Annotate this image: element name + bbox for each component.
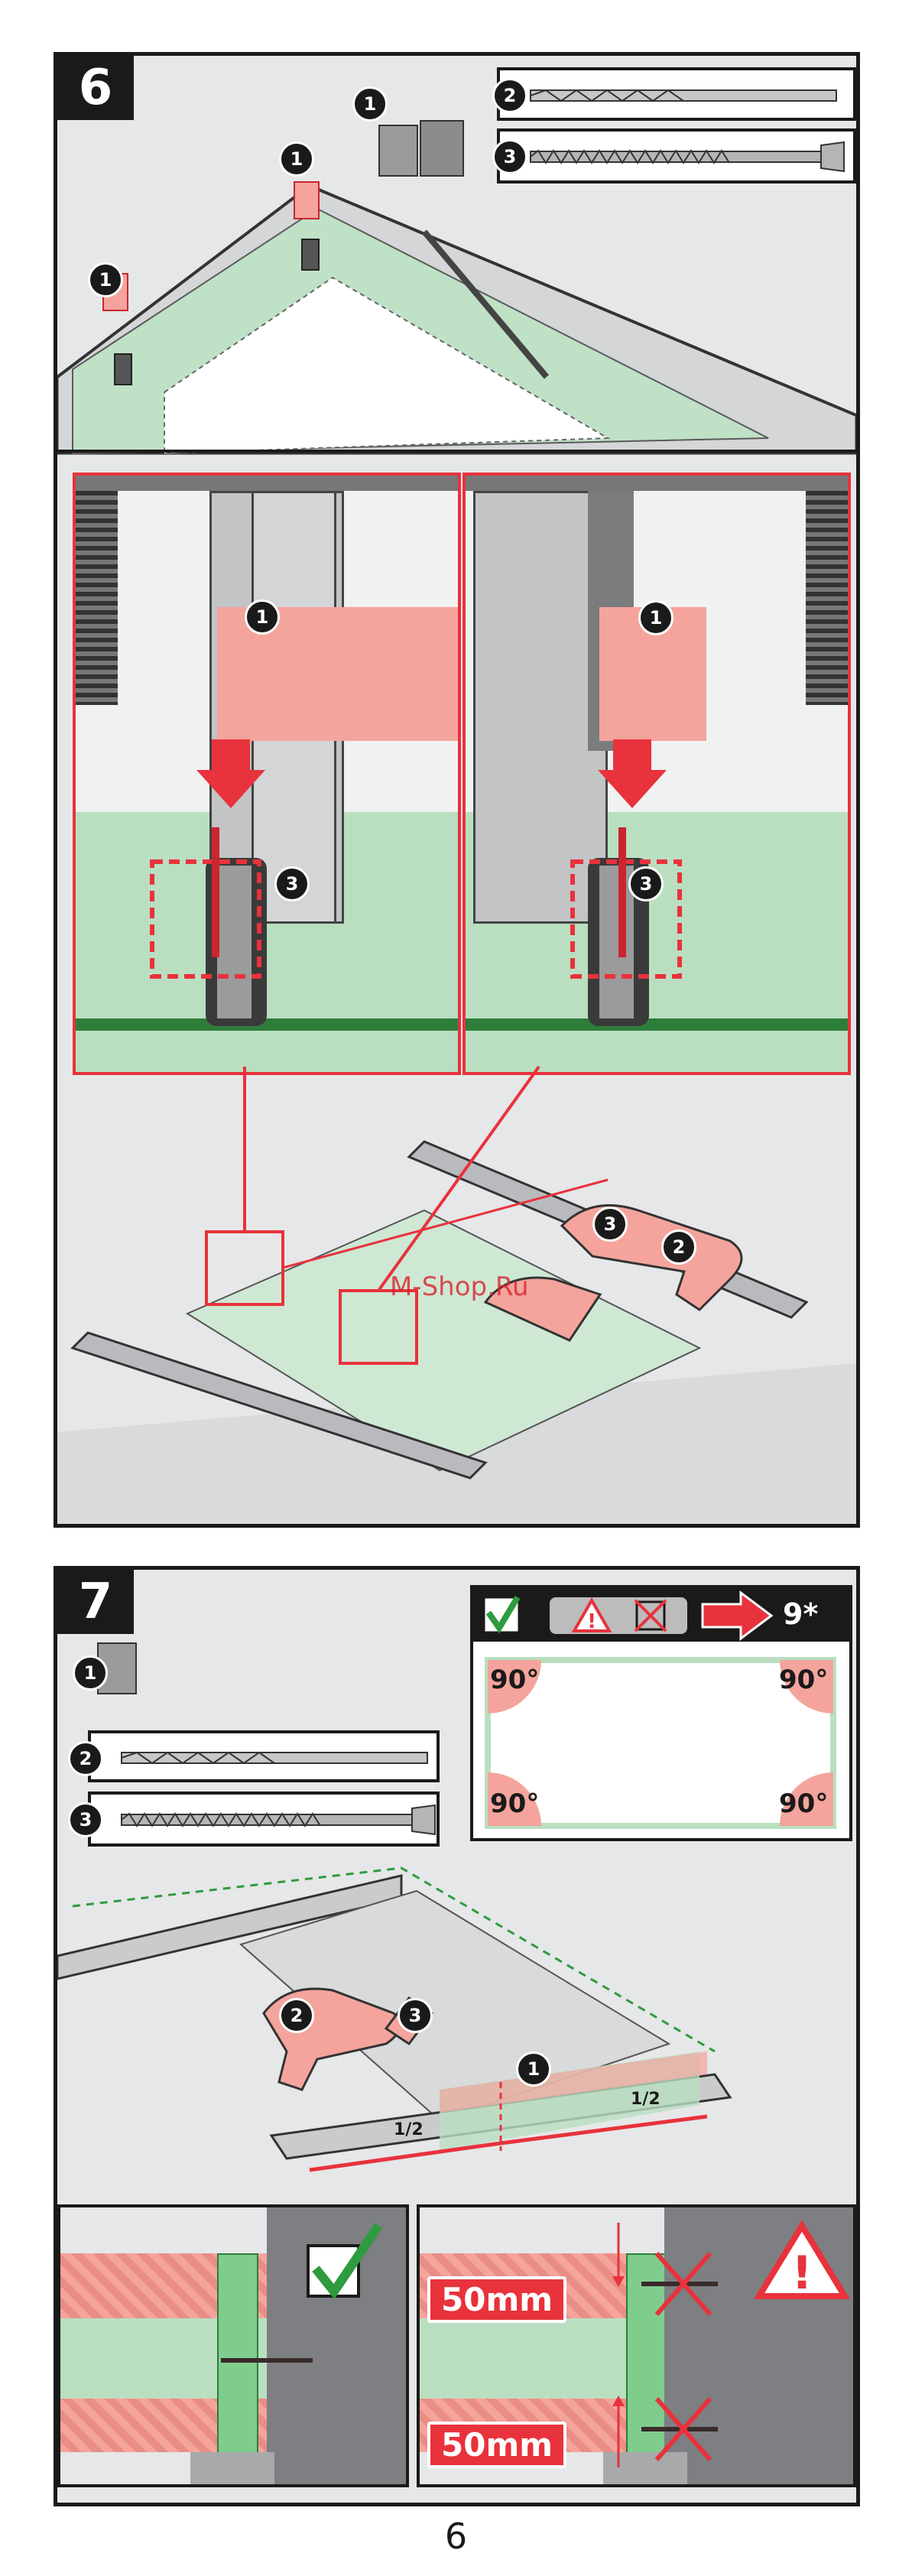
callout-badge: 3 <box>398 1998 433 2033</box>
square-check-box: ! 9* 90° 90° 90° 90° <box>470 1585 852 1841</box>
distance-label: 50mm <box>427 2422 566 2468</box>
angle-label: 90° <box>779 1788 828 1819</box>
callout-badge: 3 <box>628 866 664 901</box>
warning-no-square-chip: ! <box>550 1597 687 1634</box>
distance-label: 50mm <box>427 2276 566 2323</box>
callout-badge: 1 <box>88 262 123 297</box>
callout-badge: 3 <box>592 1207 628 1242</box>
crossed-square-icon <box>634 1599 667 1632</box>
drill-bit-icon <box>122 1746 427 1769</box>
step-6-panel: 6 1 2 3 1 1 <box>54 52 860 1528</box>
callout-badge: 3 <box>274 866 310 901</box>
callout-badge: 1 <box>279 141 314 177</box>
step-number: 7 <box>57 1570 134 1634</box>
goto-step-label: 9* <box>783 1597 818 1631</box>
svg-text:!: ! <box>587 1610 596 1633</box>
arrow-right-icon <box>703 1593 771 1639</box>
page-number: 6 <box>0 2516 912 2557</box>
part-badge: 1 <box>73 1655 108 1691</box>
step-7-drilling-illustration <box>57 1845 856 2243</box>
drill-bit-part-box: 2 <box>88 1730 440 1782</box>
screw-icon <box>122 1805 435 1836</box>
warning-triangle-icon: ! <box>573 1599 611 1632</box>
arrow-down-icon <box>598 739 667 808</box>
callout-badge: 2 <box>279 1998 314 2033</box>
watermark-text: M-Shop.Ru <box>390 1272 529 1302</box>
callout-badge: 1 <box>516 2051 551 2087</box>
step-6-overview-illustration <box>57 56 856 453</box>
half-length-label: 1/2 <box>394 2120 424 2139</box>
no-drill-cross-icon <box>641 2253 718 2315</box>
angle-label: 90° <box>779 1665 828 1695</box>
detail-view-left <box>73 473 461 1075</box>
arrow-down-icon <box>196 739 265 808</box>
angle-label: 90° <box>490 1665 539 1695</box>
checkmark-icon <box>305 2223 381 2299</box>
correct-detail-view <box>57 2204 409 2487</box>
svg-text:!: ! <box>791 2246 812 2300</box>
warning-triangle-icon: ! <box>756 2223 848 2299</box>
half-length-label: 1/2 <box>631 2090 660 2109</box>
callout-badge: 2 <box>661 1230 696 1265</box>
part-badge: 3 <box>68 1802 103 1837</box>
callout-badge: 1 <box>638 600 673 635</box>
warning-detail-view: ! 50mm 50mm <box>417 2204 856 2487</box>
screw-part-box: 3 <box>88 1792 440 1847</box>
angle-label: 90° <box>490 1788 539 1819</box>
no-drill-cross-icon <box>641 2399 718 2460</box>
step-7-panel: 7 1 2 3 ! <box>54 1566 860 2506</box>
checkmark-icon <box>482 1596 521 1634</box>
part-badge: 2 <box>68 1741 103 1776</box>
detail-view-right <box>462 473 851 1075</box>
callout-badge: 1 <box>245 599 280 635</box>
